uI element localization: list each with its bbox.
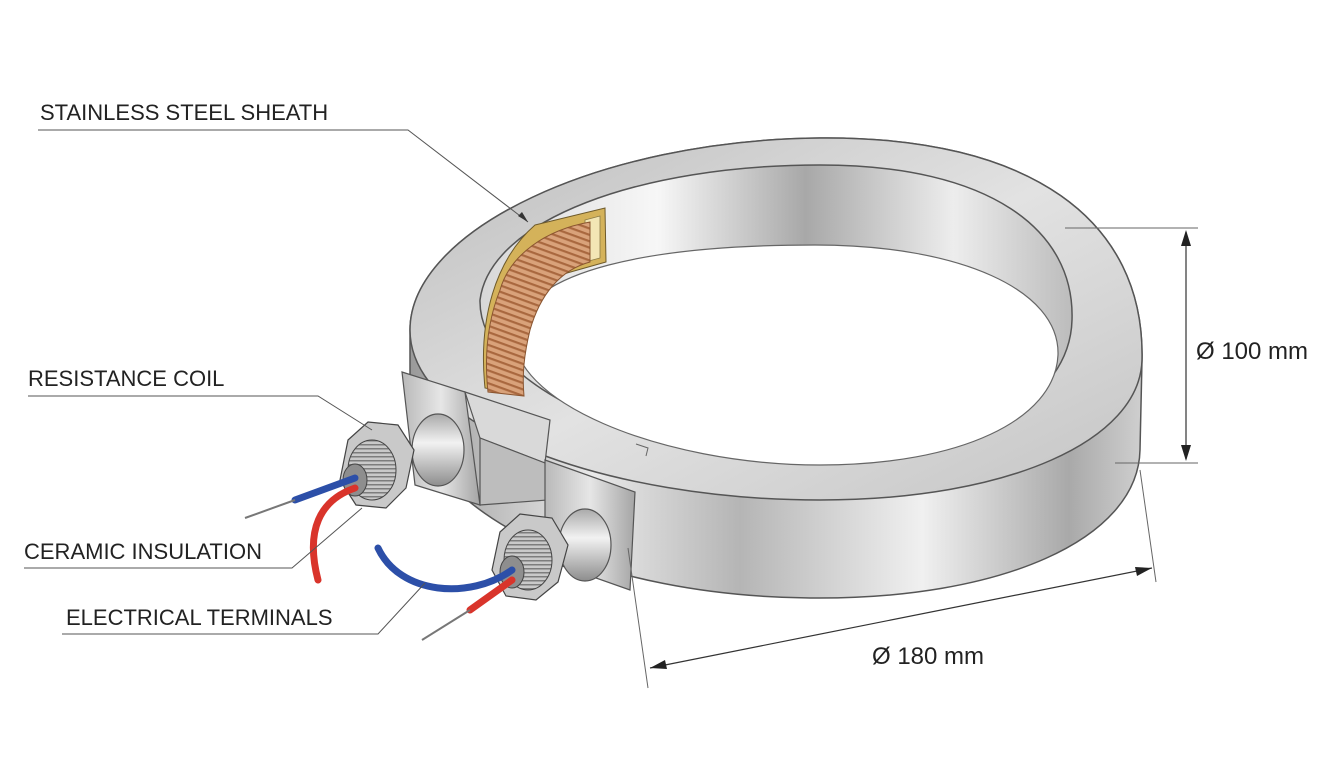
wire-blue-left bbox=[291, 474, 359, 504]
dim-outer-arrow-left bbox=[650, 660, 667, 669]
leader-insulation bbox=[24, 507, 363, 569]
label-coil: RESISTANCE COIL bbox=[28, 366, 224, 391]
leader-sheath bbox=[38, 129, 529, 223]
label-sheath: STAINLESS STEEL SHEATH bbox=[40, 100, 328, 125]
label-terminals: ELECTRICAL TERMINALS bbox=[66, 605, 333, 630]
wire-red-left bbox=[309, 484, 359, 584]
lead-blue-left bbox=[244, 499, 296, 519]
leader-coil bbox=[28, 395, 373, 431]
dim-outer-ext-right bbox=[1139, 469, 1157, 583]
wire-red-right bbox=[466, 576, 516, 614]
dim-outer-label: Ø 180 mm bbox=[872, 643, 984, 670]
dim-inner-label: Ø 100 mm bbox=[1196, 338, 1308, 365]
band-seam bbox=[635, 443, 649, 457]
dim-outer-arrow-right bbox=[1135, 567, 1152, 576]
terminal-block-left bbox=[339, 371, 551, 509]
dim-inner-arrow-bottom bbox=[1181, 445, 1191, 461]
leader-terminals bbox=[62, 582, 426, 635]
wire-blue-right bbox=[374, 544, 516, 593]
dim-inner-arrow-top bbox=[1181, 230, 1191, 246]
resistance-coil bbox=[486, 221, 591, 397]
lead-red-right bbox=[421, 609, 471, 641]
dim-outer-line bbox=[649, 567, 1153, 669]
dim-outer-ext-left bbox=[627, 547, 649, 689]
terminal-block-right bbox=[491, 459, 636, 601]
leader-sheath-arrow bbox=[518, 212, 528, 222]
label-insulation: CERAMIC INSULATION bbox=[24, 539, 262, 564]
band-hole bbox=[514, 244, 1059, 466]
